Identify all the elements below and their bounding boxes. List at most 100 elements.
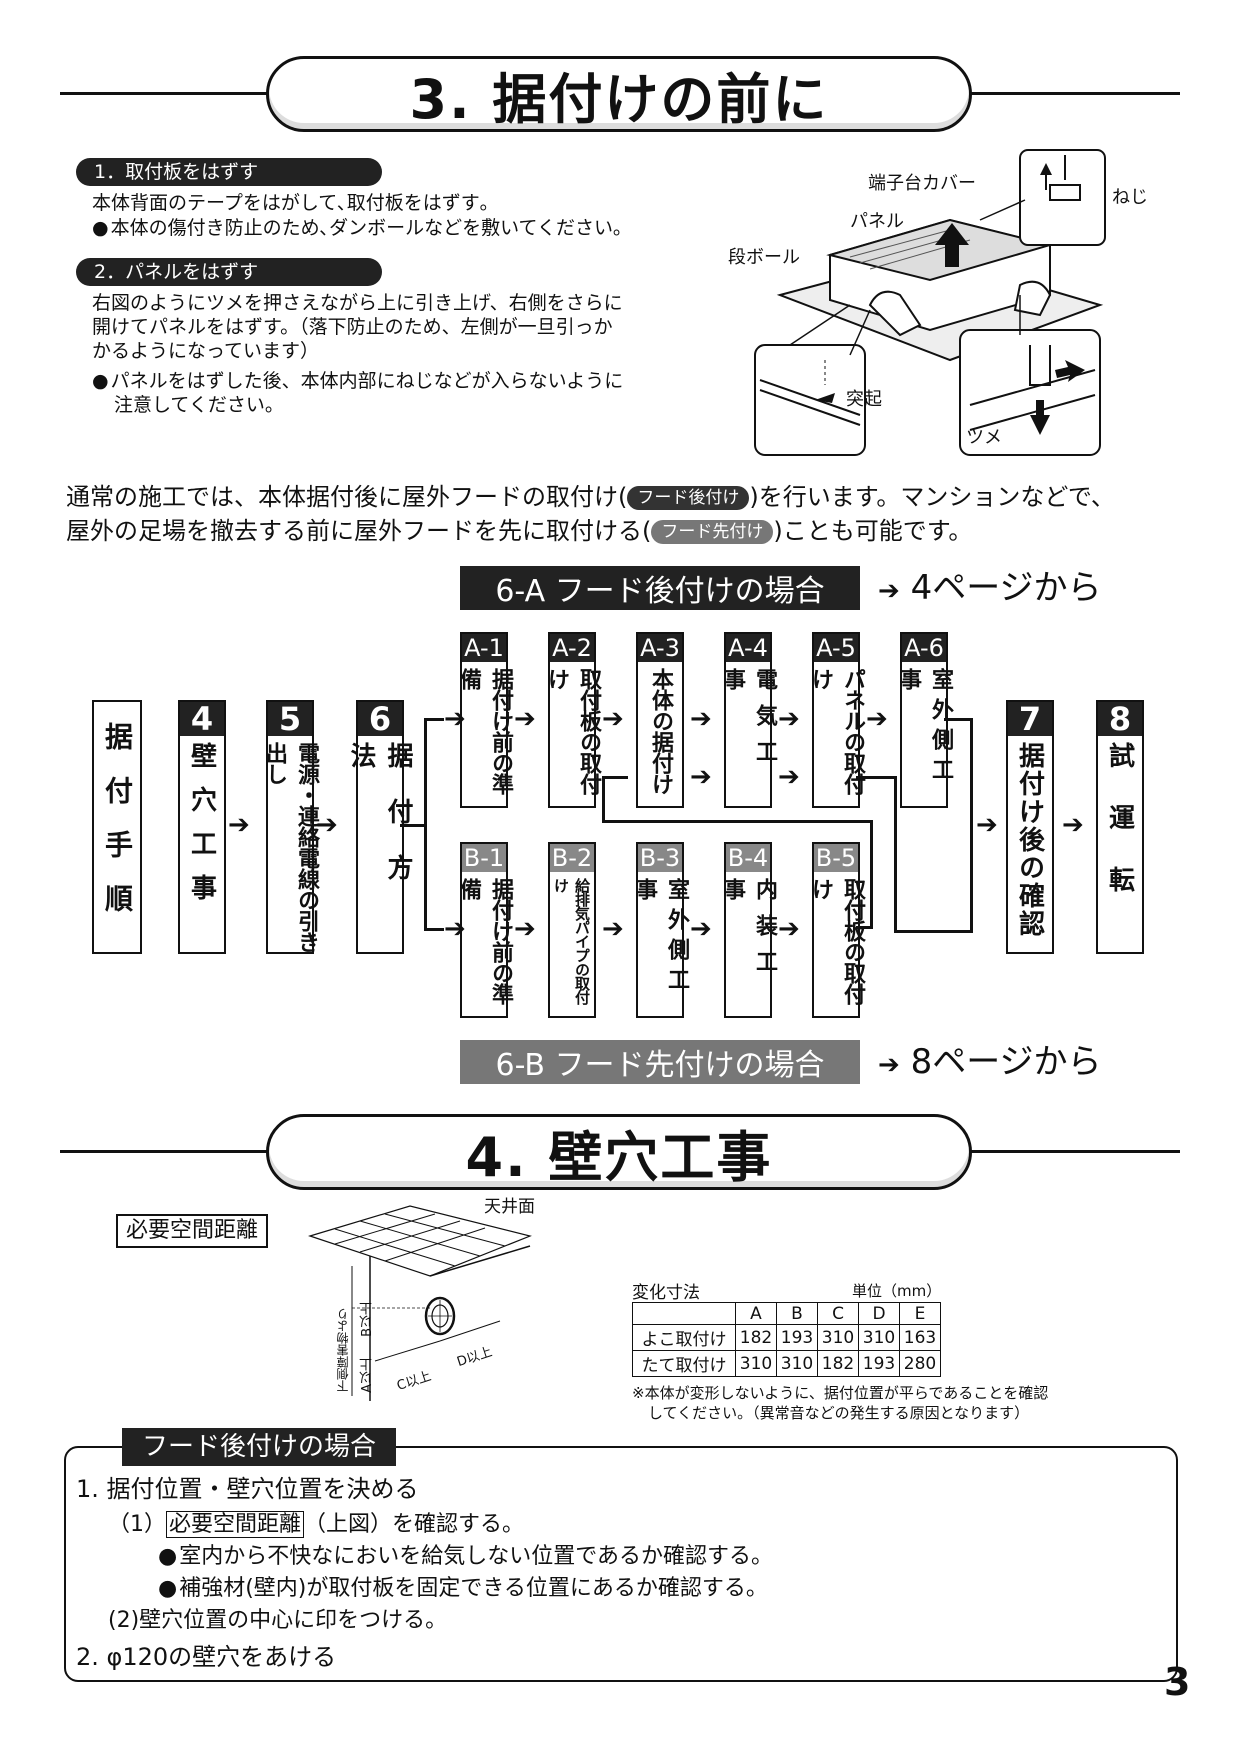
panel-label: パネル: [850, 211, 904, 232]
hood-after-item2: 2. φ120の壁穴をあける: [76, 1643, 337, 1671]
banner-6b-page: 8ページから: [910, 1042, 1102, 1082]
flow-step-a1: A-1 据付け前の準備: [456, 632, 513, 808]
chip-hood-after: フード後付け: [627, 486, 750, 510]
table-header: B: [776, 1302, 818, 1325]
arrow-icon: ➔: [690, 704, 712, 734]
table-header: D: [858, 1302, 900, 1325]
branch-line: [424, 718, 427, 930]
flow-step-a5: A-5 パネルの取付け: [808, 632, 865, 808]
flow-step-6-num: 6: [358, 702, 402, 736]
flow-step-a1-text: 据付け前の準備: [456, 668, 513, 794]
flow-step-7-text: 据付け後の確認: [1014, 742, 1045, 938]
arrow-icon: ➔: [778, 762, 800, 792]
flow-step-b2-code: B-2: [550, 844, 594, 872]
ceiling-label: 天井面: [484, 1197, 535, 1217]
flow-step-4: 4 壁穴工事: [178, 700, 226, 954]
flow-step-a3-code: A-3: [638, 634, 682, 662]
flow-step-b2: B-2 給排気パイプの取付け: [548, 842, 596, 1018]
flow-step-8: 8 試運転: [1096, 700, 1144, 954]
connector-line: [970, 718, 973, 933]
flow-step-8-num: 8: [1098, 702, 1142, 736]
tab-label: ツメ: [966, 427, 1002, 448]
lower-obstacle-label: 下側障害物より: [336, 1308, 350, 1392]
arrow-icon: ➔: [228, 810, 250, 840]
hood-after-sub1: （1）必要空間距離（上図）を確認する。: [108, 1510, 524, 1540]
intro-line2-start: 屋外の足場を撤去する前に屋外フードを先に取付ける(: [66, 517, 652, 545]
arrow-icon: ➔: [690, 762, 712, 792]
banner-6a: 6-A フード後付けの場合: [460, 566, 860, 610]
table-cell: 310: [858, 1324, 900, 1351]
branch-line: [424, 718, 444, 721]
table-cell: 310: [776, 1350, 818, 1377]
dim-table-note2: してください。（異常音などの発生する原因となります）: [648, 1404, 1030, 1422]
table-cell: 280: [899, 1350, 941, 1377]
arrow-icon: ➔: [690, 914, 712, 944]
table-header: [632, 1302, 736, 1325]
flow-step-5: 5 電源・連絡電線の引き出し: [262, 700, 319, 954]
arrow-icon: ➔: [444, 914, 466, 944]
flow-step-a4-code: A-4: [726, 634, 770, 662]
step2-line1: 右図のようにツメを押さえながら上に引き上げ、右側をさらに: [92, 292, 623, 314]
dim-table: A B C D E よこ取付け 182 193 310 310 163 たて取付…: [632, 1302, 941, 1377]
connector-line: [856, 776, 896, 779]
table-cell: 182: [735, 1324, 777, 1351]
flow-step-5-num: 5: [268, 702, 312, 736]
flow-step-a5-code: A-5: [814, 634, 858, 662]
flow-step-a1-code: A-1: [462, 634, 506, 662]
dim-table-note1: ※本体が変形しないように、据付位置が平らであることを確認: [632, 1384, 1049, 1402]
table-header: E: [899, 1302, 941, 1325]
flow-step-b5-code: B-5: [814, 844, 858, 872]
arrow-icon: ➔: [866, 704, 888, 734]
flow-step-a3-text: 本体の据付け: [648, 668, 673, 794]
a-over-label: A以上: [360, 1358, 375, 1393]
flow-step-5-text: 電源・連絡電線の引き出し: [262, 742, 319, 952]
flow-step-b4-code: B-4: [726, 844, 770, 872]
flow-step-6: 6 据付方法: [346, 700, 413, 954]
table-row: よこ取付け 182 193 310 310 163: [632, 1324, 941, 1351]
sub1-prefix: （1）: [108, 1512, 166, 1537]
clearance-drawing: [308, 1205, 532, 1401]
screw-label: ねじ: [1112, 187, 1148, 208]
clearance-diagram: 天井面 B以上 A以上 下側障害物より C以上 D以上: [300, 1196, 540, 1406]
flow-step-a6: A-6 室外側工事: [896, 632, 953, 808]
connector-line: [870, 820, 873, 929]
sub1-suffix: （上図）を確認する。: [304, 1512, 525, 1537]
flow-step-7-num: 7: [1008, 702, 1052, 736]
intro-line2: 屋外の足場を撤去する前に屋外フードを先に取付ける(フード先付け)ことも可能です。: [66, 514, 1186, 548]
step1-label: 1．取付板をはずす: [76, 158, 382, 186]
arrow-icon: ➔: [602, 704, 624, 734]
step2-bullet-line1: パネルをはずした後、本体内部にねじなどが入らないように: [92, 369, 624, 393]
flow-step-a2: A-2 取付板の取付け: [544, 632, 601, 808]
table-row: A B C D E: [632, 1302, 941, 1325]
table-cell: 310: [817, 1324, 859, 1351]
arrow-icon: ➔: [1062, 810, 1084, 840]
flow-step-a2-code: A-2: [550, 634, 594, 662]
table-row: たて取付け 310 310 182 193 280: [632, 1350, 941, 1377]
hood-after-bullet-a: 室内から不快なにおいを給気しない位置であるか確認する。: [158, 1542, 773, 1572]
ref-arrow-icon: ➔: [878, 1050, 900, 1080]
flow-step-7: 7 据付け後の確認: [1006, 700, 1054, 954]
chip-hood-before: フード先付け: [651, 520, 774, 544]
branch-line: [400, 824, 426, 827]
table-cell: たて取付け: [632, 1350, 736, 1377]
arrow-icon: ➔: [514, 914, 536, 944]
terminal-cover-label: 端子台カバー: [868, 173, 976, 194]
flow-main-label: 据付手順: [92, 700, 142, 954]
table-cell: 193: [776, 1324, 818, 1351]
banner-6b: 6-B フード先付けの場合: [460, 1040, 860, 1084]
dim-table-title: 変化寸法: [632, 1283, 700, 1303]
flow-step-b1-code: B-1: [462, 844, 506, 872]
table-cell: 163: [899, 1324, 941, 1351]
intro-line1-start: 通常の施工では、本体据付後に屋外フードの取付け(: [66, 483, 628, 511]
dim-table-unit: 単位（mm）: [852, 1282, 942, 1300]
cardboard-label: 段ボール: [728, 247, 800, 268]
flow-step-a2-text: 取付板の取付け: [544, 668, 601, 794]
flow-step-b1-text: 据付け前の準備: [456, 878, 513, 1004]
connector-line: [602, 776, 628, 779]
connector-line: [894, 930, 972, 933]
table-header: C: [817, 1302, 859, 1325]
banner-6b-ref: ➔ 8ページから: [878, 1040, 1102, 1087]
hood-after-sub2: (2)壁穴位置の中心に印をつける。: [108, 1608, 448, 1633]
intro-line1: 通常の施工では、本体据付後に屋外フードの取付け(フード後付け)を行います。マンシ…: [66, 480, 1186, 514]
hood-after-title: フード後付けの場合: [122, 1428, 397, 1466]
